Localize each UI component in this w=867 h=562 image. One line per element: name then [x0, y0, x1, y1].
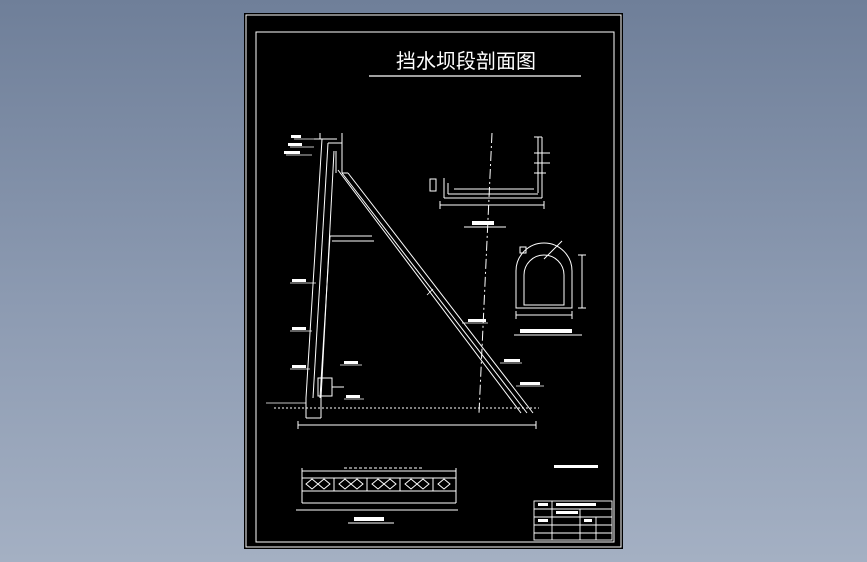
- dam-section-drawing: 挡水坝段剖面图: [245, 14, 622, 548]
- crest-detail: [429, 136, 550, 228]
- title-block: [533, 500, 613, 541]
- left-elevation-labels: [266, 135, 316, 404]
- slope-labels: [340, 288, 544, 400]
- inner-border: [255, 31, 615, 543]
- parapet-detail: [296, 467, 458, 524]
- notes: [554, 465, 598, 468]
- outer-border: [245, 14, 622, 548]
- gallery-detail: [514, 240, 586, 336]
- dam-main-section: [274, 132, 539, 429]
- drawing-sheet: 挡水坝段剖面图: [244, 13, 623, 549]
- drawing-title: 挡水坝段剖面图: [396, 49, 536, 73]
